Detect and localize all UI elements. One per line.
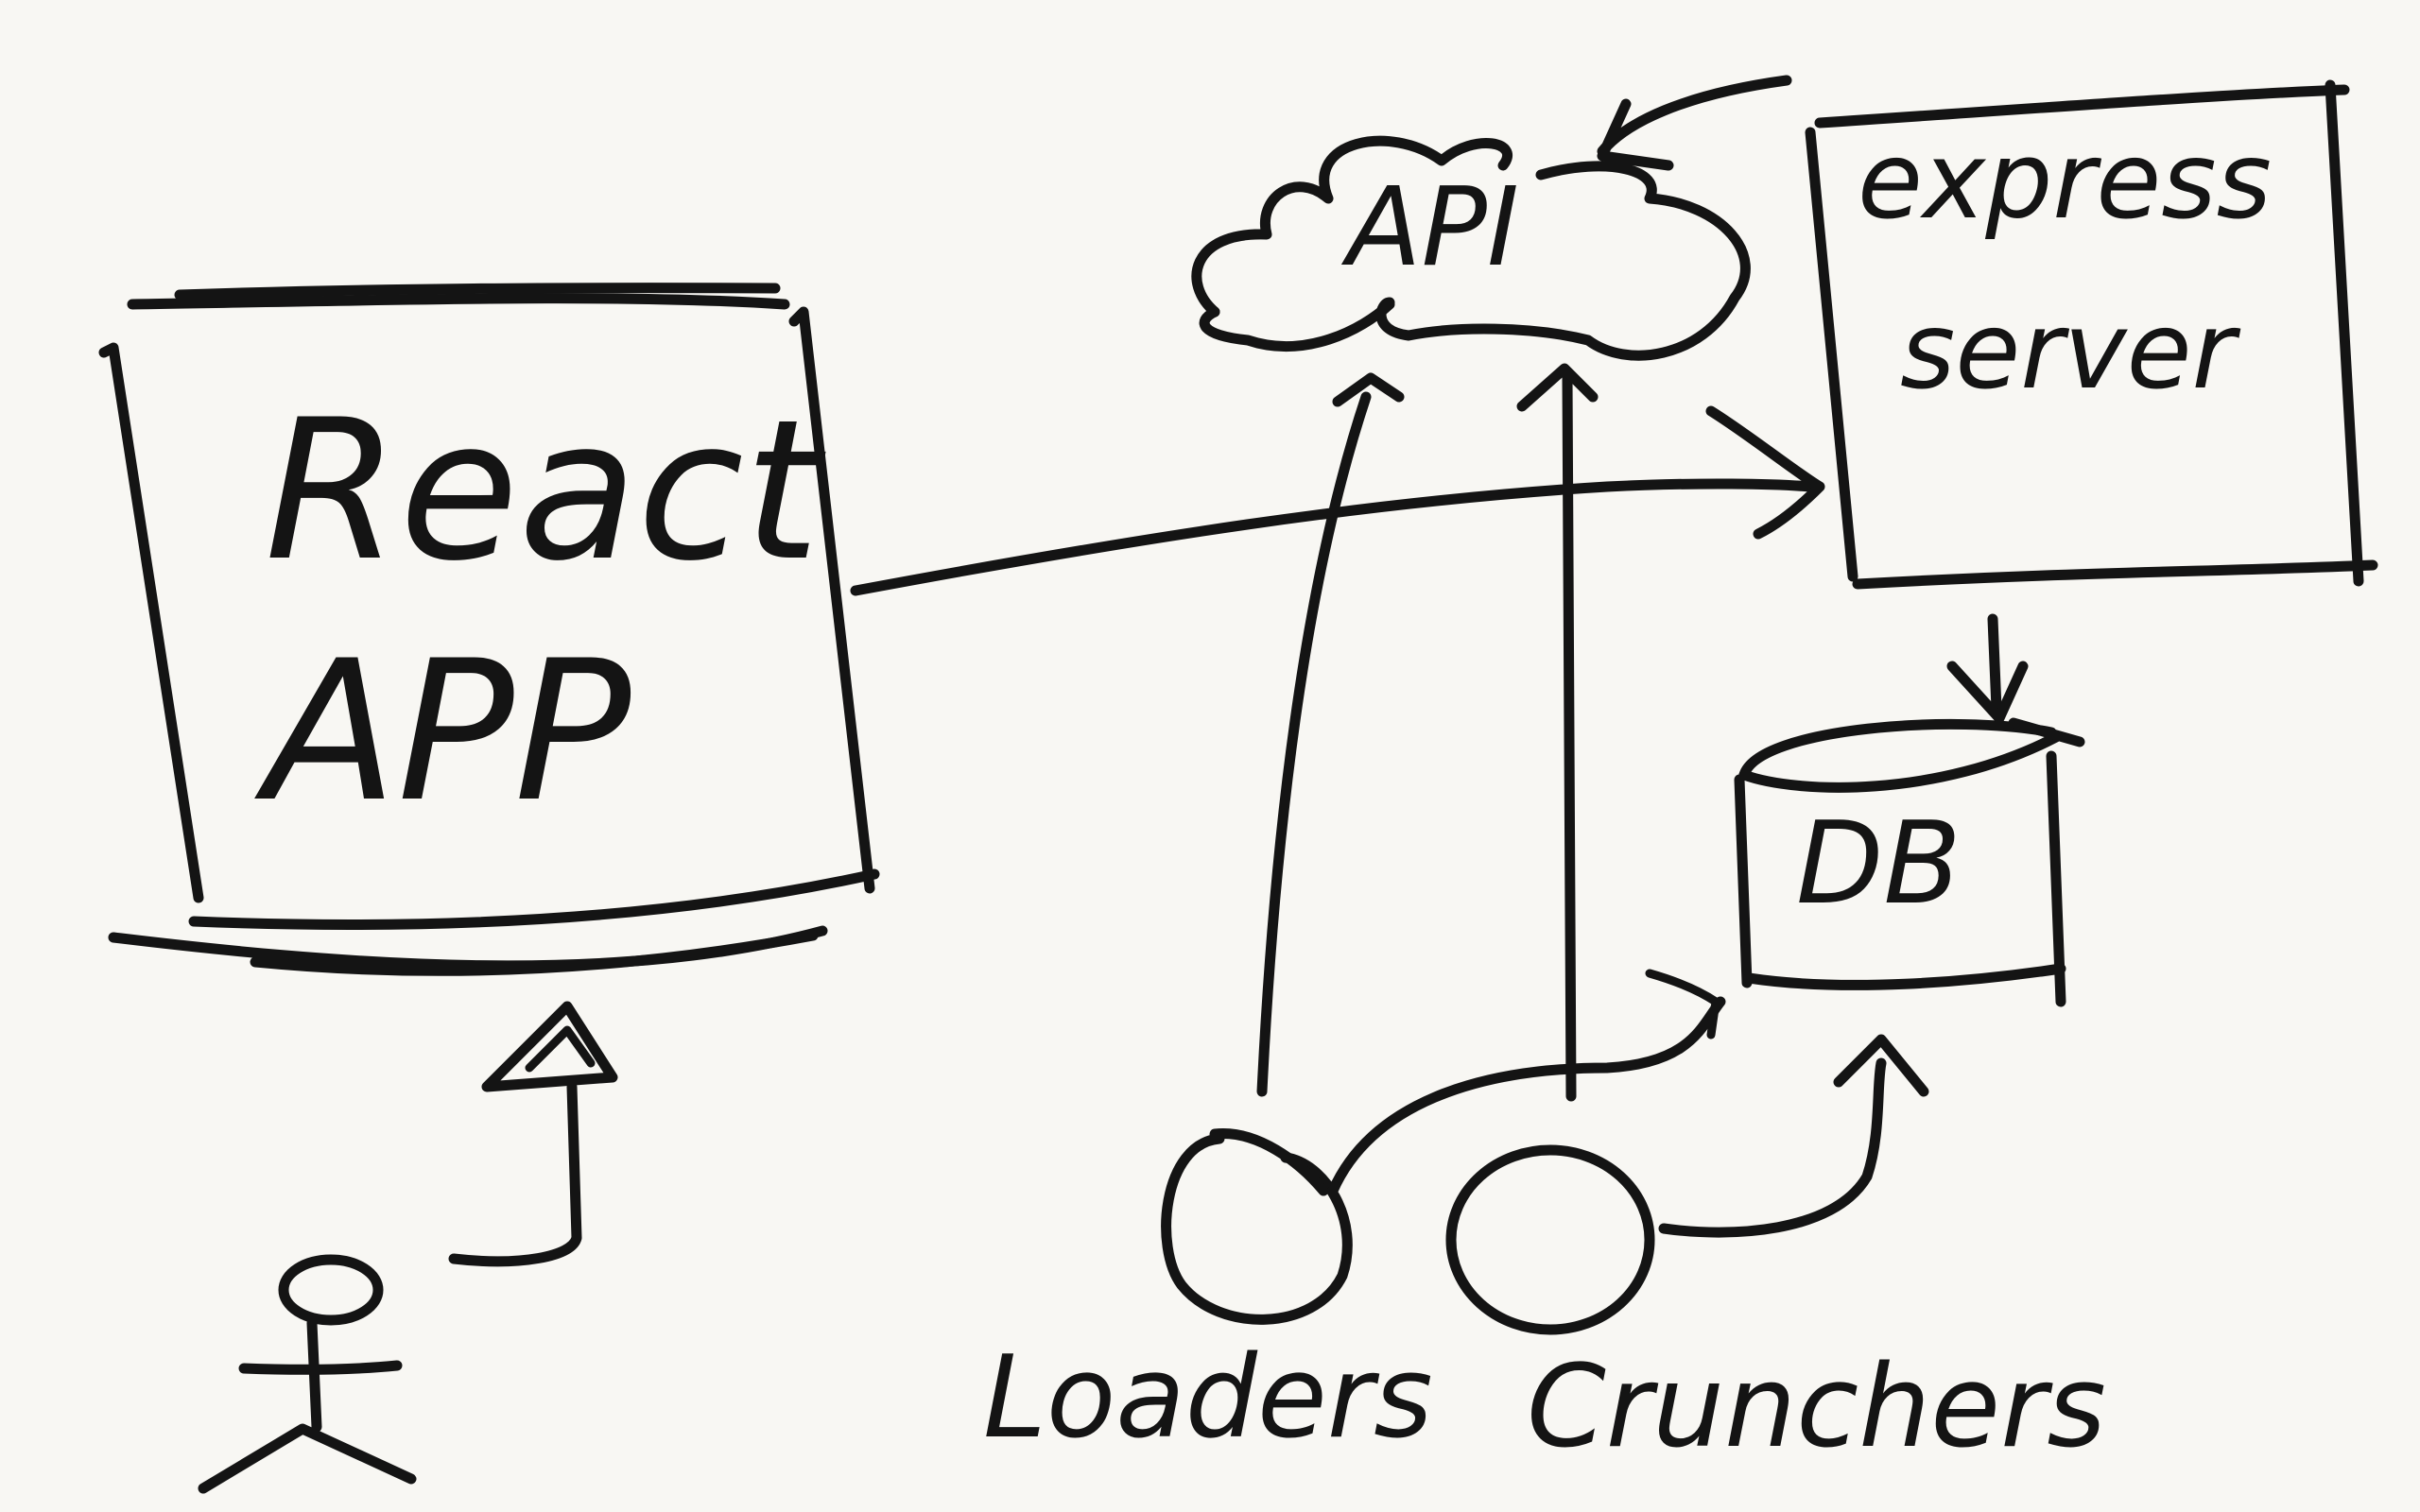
api-cloud: API xyxy=(1191,135,1751,361)
loaders-node: Loaders xyxy=(983,1128,1433,1464)
edge-react-to-express xyxy=(850,405,1825,596)
express-server-label-line1: express xyxy=(1858,120,2272,243)
edge-loaders-to-db xyxy=(1327,969,1726,1196)
api-label: API xyxy=(1340,164,1519,291)
stick-figure-icon xyxy=(198,1254,417,1494)
edge-crunchers-to-db xyxy=(1658,1034,1929,1238)
db-cylinder: DB xyxy=(1734,717,2085,1007)
react-app-label-line2: APP xyxy=(254,620,631,845)
db-label: DB xyxy=(1796,799,1962,930)
crunchers-label: Crunchers xyxy=(1527,1342,2106,1473)
crunchers-node: Crunchers xyxy=(1445,1144,2106,1473)
react-app-box: React APP xyxy=(98,283,880,976)
edge-crunchers-to-api xyxy=(1516,363,1599,1102)
express-server-box: express server xyxy=(1805,79,2378,590)
loaders-label: Loaders xyxy=(983,1332,1433,1464)
edge-user-to-react xyxy=(448,1001,618,1267)
edge-express-to-api xyxy=(1597,75,1792,171)
react-app-label-line1: React xyxy=(265,379,826,604)
edge-express-to-db xyxy=(1946,613,2029,724)
edge-loaders-to-api xyxy=(1256,372,1405,1097)
express-server-label-line2: server xyxy=(1900,290,2240,413)
